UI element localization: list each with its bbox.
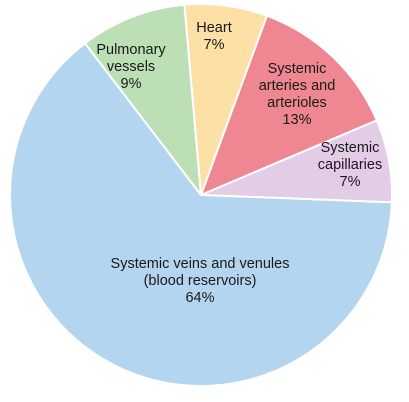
pie-slice-4	[83, 3, 202, 196]
pie-slice-label-line: arterioles	[267, 95, 327, 111]
pie-slice-label-line: 7%	[340, 174, 361, 190]
pie-slice-label-line: capillaries	[318, 157, 382, 173]
pie-slice-label-line: Pulmonary	[96, 42, 166, 58]
pie-slice-label-line: 9%	[121, 76, 142, 92]
pie-slices	[9, 3, 393, 387]
pie-slice-label-line: 7%	[204, 37, 225, 53]
pie-slice-label-line: (blood reservoirs)	[144, 273, 257, 289]
pie-slice-label-line: 13%	[282, 112, 311, 128]
pie-slice-3	[9, 42, 393, 387]
pie-slice-label-line: vessels	[107, 59, 155, 75]
pie-slice-1	[200, 14, 378, 196]
pie-slice-label-line: 64%	[185, 290, 214, 306]
pie-slice-label-line: Systemic	[268, 61, 327, 77]
pie-slice-label-line: Systemic veins and venules	[111, 256, 290, 272]
pie-slice-label-3: Systemic veins and venules(blood reservo…	[111, 256, 290, 306]
pie-slice-label-line: Systemic	[321, 140, 380, 156]
pie-slice-label-line: arteries and	[259, 78, 336, 94]
pie-slice-label-line: Heart	[196, 20, 231, 36]
